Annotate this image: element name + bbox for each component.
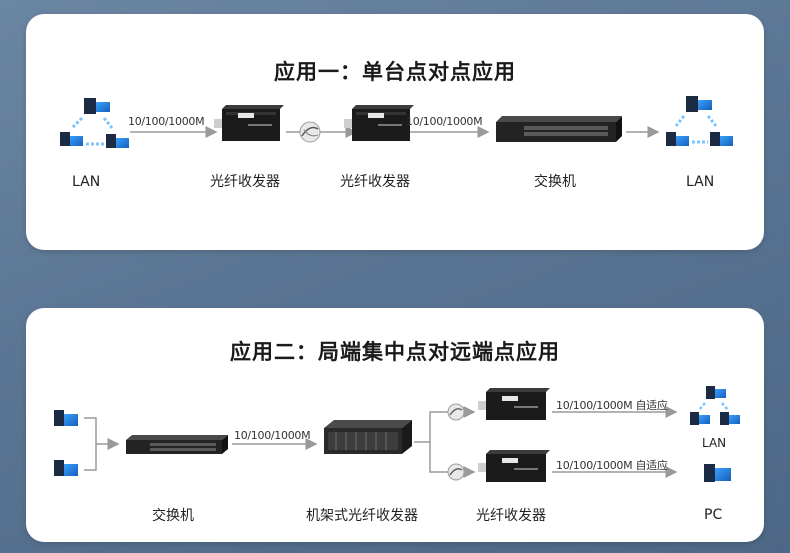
split-bracket	[430, 412, 446, 472]
fiber-transceiver-top-icon	[478, 388, 550, 420]
panel-central-to-remote: 应用二：局端集中点对远端点应用	[26, 308, 764, 542]
panel1-diagram	[26, 14, 764, 250]
label-switch: 交换机	[534, 171, 576, 191]
fiber-cable-icon-top	[448, 404, 464, 420]
pc-bottom-left-icon	[54, 460, 78, 476]
pc-icon	[704, 464, 731, 482]
speed-label-left: 10/100/1000M	[128, 115, 204, 128]
speed-label-top: 10/100/1000M 自适应	[556, 397, 668, 413]
label-transceiver-b: 光纤收发器	[340, 171, 410, 191]
label-transceiver-a: 光纤收发器	[210, 171, 280, 191]
label-lan-right: LAN	[686, 174, 714, 190]
label-switch-2: 交换机	[152, 505, 194, 525]
switch-icon-2	[126, 435, 228, 454]
lan-icon-2	[690, 386, 740, 425]
rack-transceiver-icon	[324, 420, 412, 454]
fiber-transceiver-bottom-icon	[478, 450, 550, 482]
fiber-cable-icon-bottom	[448, 464, 464, 480]
left-bracket	[84, 418, 96, 470]
label-lan: LAN	[702, 436, 726, 450]
lan-left-icon	[60, 98, 129, 148]
fiber-transceiver-a-icon	[214, 105, 284, 141]
fiber-cable-icon	[300, 122, 320, 142]
label-pc: PC	[704, 507, 722, 523]
label-rack: 机架式光纤收发器	[306, 505, 418, 525]
switch-icon	[496, 116, 622, 142]
speed-label-bottom: 10/100/1000M 自适应	[556, 457, 668, 473]
speed-label-right: 10/100/1000M	[406, 115, 482, 128]
panel-point-to-point: 应用一：单台点对点应用	[26, 14, 764, 250]
label-transceiver-2: 光纤收发器	[476, 505, 546, 525]
lan-right-icon	[666, 96, 733, 146]
label-lan-left: LAN	[72, 174, 100, 190]
fiber-transceiver-b-icon	[344, 105, 414, 141]
pc-top-left-icon	[54, 410, 78, 426]
speed-label-main: 10/100/1000M	[234, 429, 310, 442]
